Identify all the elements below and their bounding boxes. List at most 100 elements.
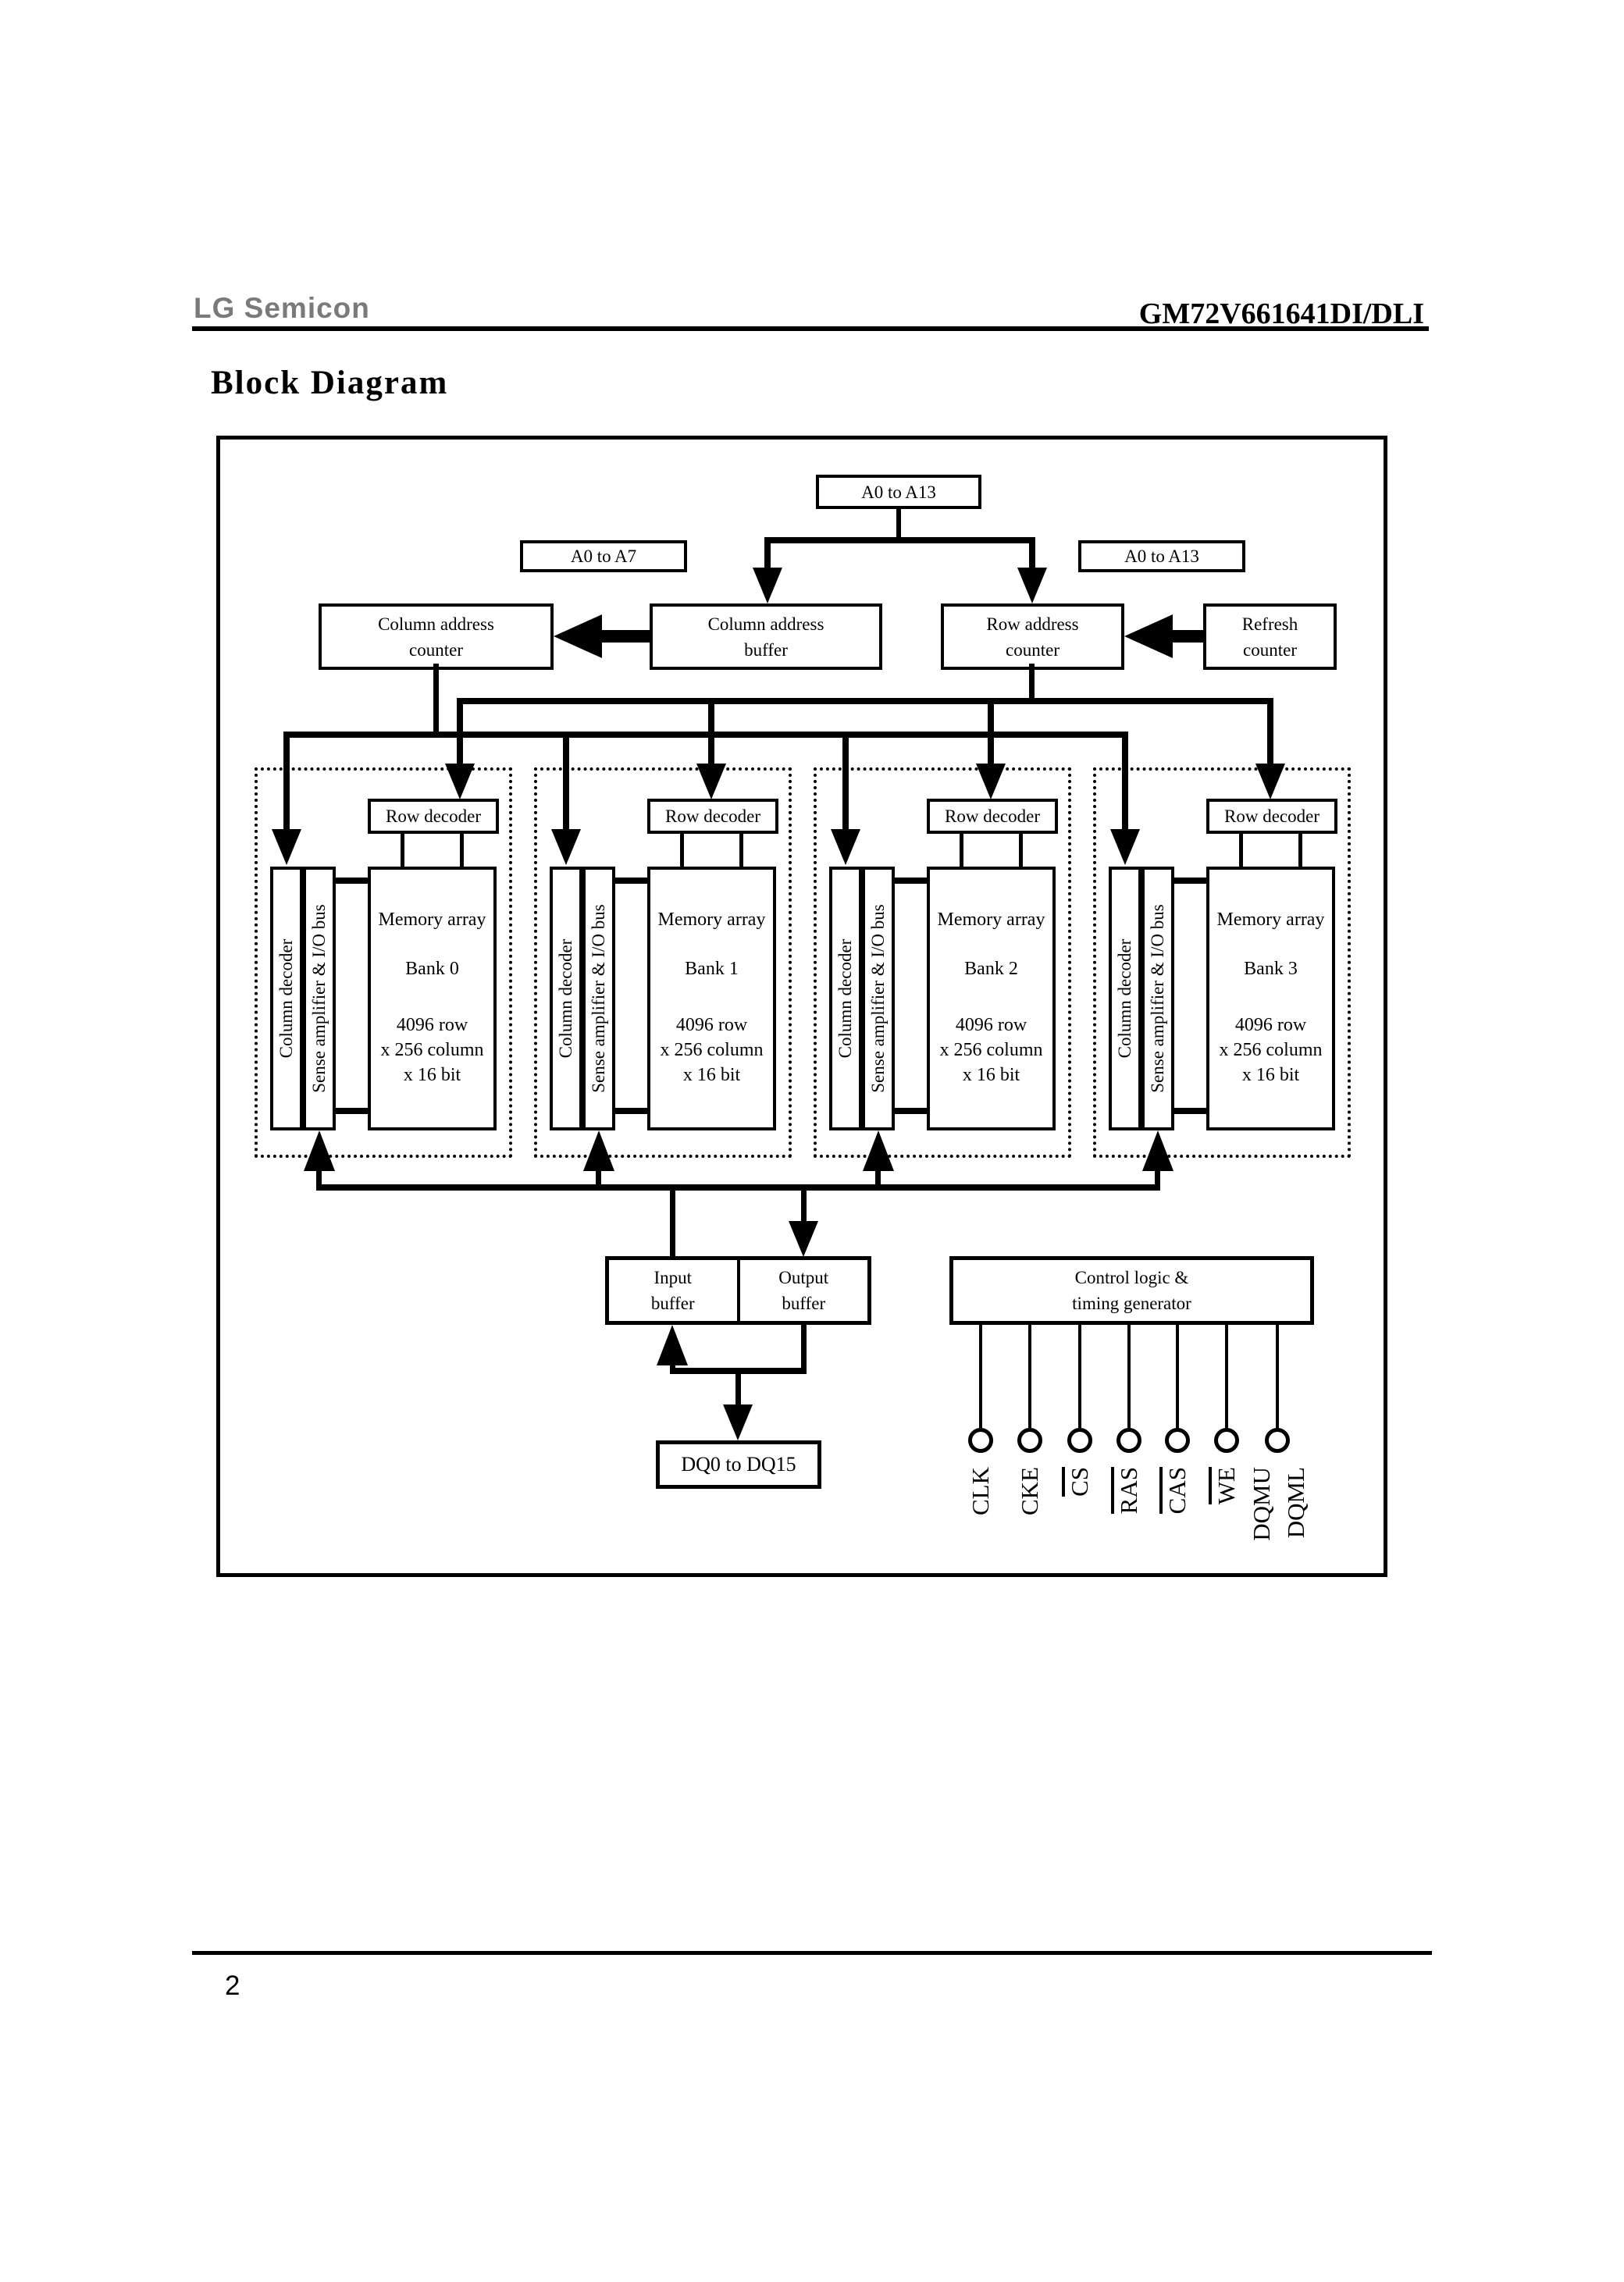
connector-line [598, 630, 650, 643]
arrowhead [657, 1325, 688, 1365]
connector-line [764, 537, 771, 575]
row-address-bus [457, 698, 1273, 704]
connector-line [1174, 1108, 1206, 1114]
pin-text: RAS [1111, 1467, 1142, 1515]
address-box-a0-a13-right: A0 to A13 [1078, 540, 1245, 572]
header-rule [192, 326, 1429, 331]
pin-line [979, 1321, 982, 1429]
connector-line [896, 506, 901, 539]
column-address-bus [283, 732, 1128, 738]
memory-array-box: Memory array Bank 3 4096 row x 256 colum… [1206, 867, 1335, 1130]
connector-line [739, 834, 743, 868]
memory-array-label: Memory array [937, 910, 1045, 930]
address-box-a0-a7: A0 to A7 [520, 540, 687, 572]
memory-array-label: Memory array [1216, 910, 1325, 930]
connector-line [1019, 834, 1023, 868]
pin-text: CS [1062, 1467, 1093, 1497]
pin-text: DQMU [1248, 1467, 1275, 1541]
connector-line [433, 664, 439, 738]
page-title: Block Diagram [211, 365, 449, 401]
column-decoder-box [270, 867, 303, 1130]
box-label-line: buffer [650, 1294, 695, 1313]
memory-array-label: Memory array [378, 910, 486, 930]
memory-size-line: x 16 bit [1241, 1065, 1300, 1085]
pin-label-cke: CKE [1016, 1467, 1044, 1584]
footer-rule [192, 1951, 1432, 1955]
arrowhead [1110, 829, 1140, 865]
pin-terminal-icon [1017, 1428, 1042, 1453]
connector-line [670, 1187, 675, 1256]
column-decoder-label: Column decoder [835, 938, 855, 1059]
arrowhead [723, 1404, 753, 1440]
address-label: A0 to A7 [570, 546, 637, 566]
row-decoder-box: Row decoder [1206, 799, 1337, 834]
pin-label-clk: CLK [967, 1467, 995, 1584]
memory-size-line: x 256 column [660, 1040, 764, 1060]
memory-size-line: 4096 row [955, 1015, 1027, 1035]
row-decoder-label: Row decoder [1224, 806, 1320, 826]
memory-size-line: x 256 column [380, 1040, 484, 1060]
connector-line [735, 1374, 741, 1407]
sense-amplifier-label: Sense amplifier & I/O bus [868, 904, 888, 1093]
connector-line [401, 834, 404, 868]
pin-label-ras: RAS [1111, 1467, 1143, 1584]
bank-label: Bank 0 [405, 959, 459, 979]
output-buffer-cell: Output buffer [740, 1260, 868, 1321]
pin-line [1225, 1321, 1228, 1429]
column-decoder-label: Column decoder [1115, 938, 1134, 1059]
connector-line [1169, 630, 1203, 643]
address-label: A0 to A13 [1124, 546, 1199, 566]
box-label-line: Input [654, 1268, 693, 1287]
connector-line [316, 1166, 322, 1191]
connector-line [801, 1187, 807, 1226]
control-logic-box: Control logic & timing generator [949, 1256, 1314, 1325]
pin-label-dqmu: DQMU [1248, 1467, 1276, 1584]
connector-line [460, 834, 464, 868]
pin-label-cs: CS [1062, 1467, 1094, 1584]
row-decoder-label: Row decoder [386, 806, 481, 826]
connector-line [1029, 664, 1035, 704]
arrowhead [831, 829, 860, 865]
box-label-line: counter [1006, 639, 1060, 660]
arrowhead [1124, 614, 1173, 658]
column-decoder-box [550, 867, 582, 1130]
row-decoder-box: Row decoder [647, 799, 778, 834]
memory-array-box: Memory array Bank 2 4096 row x 256 colum… [927, 867, 1056, 1130]
arrowhead [272, 829, 301, 865]
connector-line [1122, 732, 1128, 832]
pin-text: CLK [967, 1467, 994, 1515]
arrowhead [1142, 1130, 1173, 1171]
bank-block-1: Row decoder Column decoder Sense amplifi… [534, 767, 792, 1158]
box-label-line: timing generator [1072, 1294, 1191, 1313]
pin-text: DQML [1282, 1467, 1309, 1539]
row-decoder-box: Row decoder [368, 799, 499, 834]
box-label-line: Output [778, 1268, 829, 1287]
bank-label: Bank 1 [685, 959, 739, 979]
connector-line [615, 1108, 647, 1114]
column-decoder-label: Column decoder [276, 938, 296, 1059]
arrowhead [753, 568, 782, 603]
part-number: GM72V661641DI/DLI [1138, 297, 1424, 330]
pin-terminal-icon [1116, 1428, 1141, 1453]
connector-line [895, 1108, 927, 1114]
connector-line [283, 732, 290, 832]
pin-terminal-icon [1265, 1428, 1290, 1453]
memory-size-line: x 256 column [939, 1040, 1043, 1060]
memory-size-line: x 256 column [1219, 1040, 1323, 1060]
arrowhead [789, 1221, 818, 1257]
arrowhead [1017, 568, 1047, 603]
column-decoder-box [1109, 867, 1141, 1130]
connector-line [1155, 1166, 1160, 1191]
box-label-line: counter [1243, 639, 1297, 660]
connector-line [875, 1166, 881, 1191]
arrowhead [551, 829, 581, 865]
connector-line [563, 732, 569, 832]
memory-size-line: x 16 bit [403, 1065, 461, 1085]
pin-text: CKE [1016, 1467, 1043, 1515]
pin-terminal-icon [1165, 1428, 1190, 1453]
pin-label-we: WE [1209, 1467, 1241, 1584]
memory-array-label: Memory array [657, 910, 766, 930]
dq-label: DQ0 to DQ15 [681, 1453, 796, 1476]
sense-amplifier-box [582, 867, 615, 1130]
